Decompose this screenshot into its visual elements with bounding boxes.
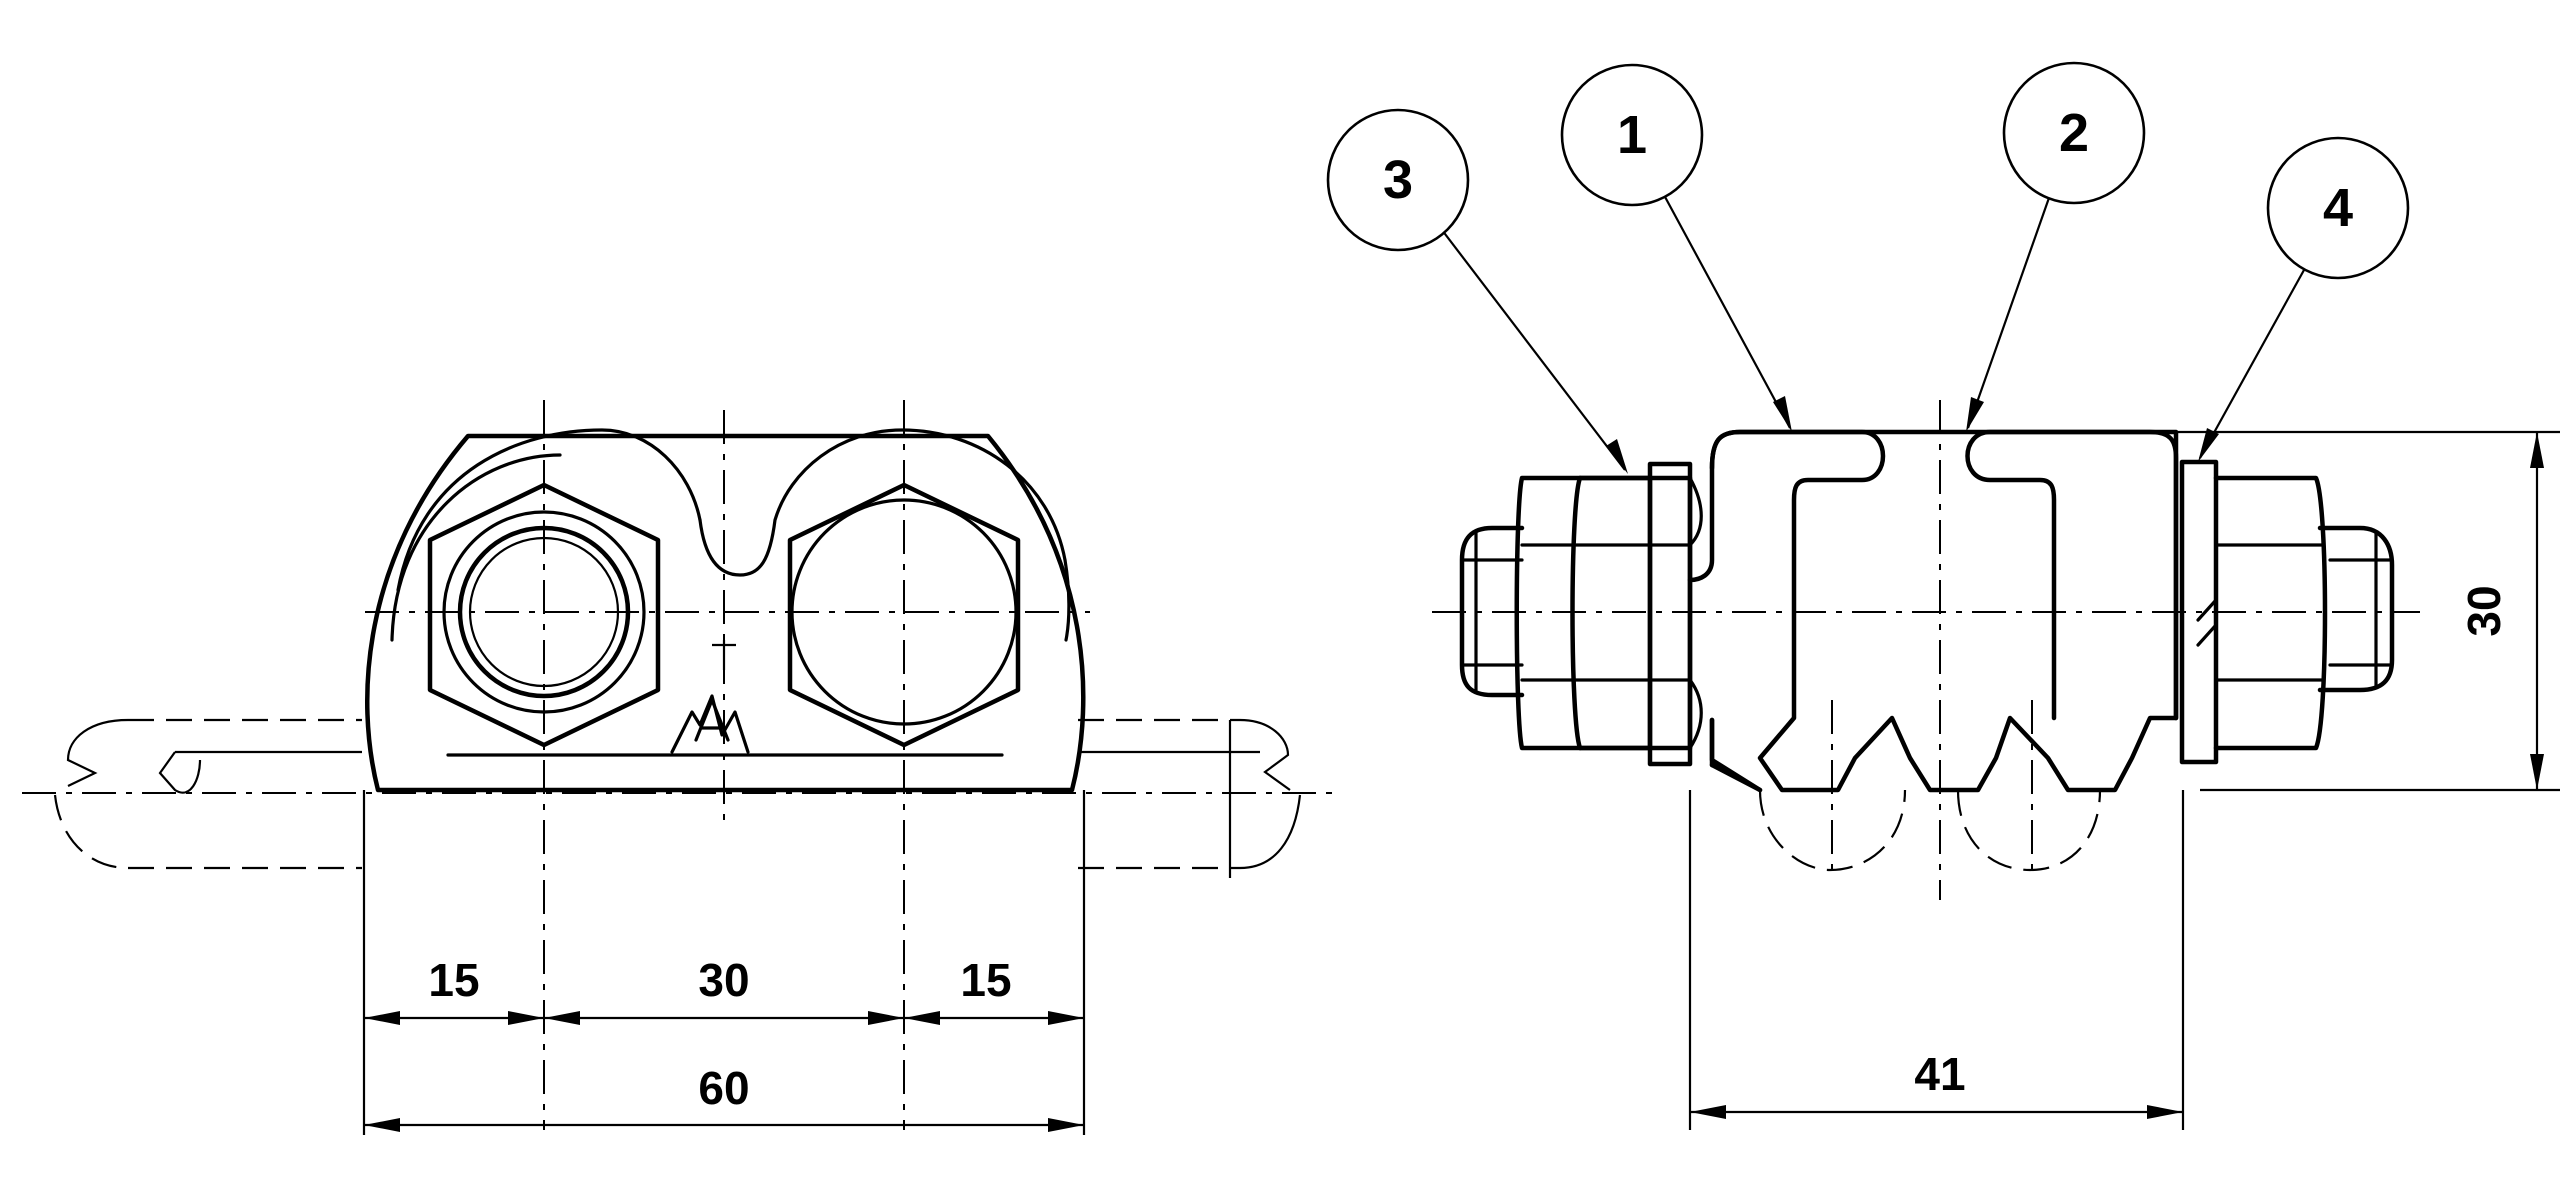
side-dimensions: 41 30 [1688, 430, 2560, 1130]
left-bolt-and-nut [1459, 461, 1703, 767]
side-view [1432, 400, 2420, 900]
dim-overall-width: 60 [698, 1062, 749, 1114]
callout-bubble-1 [1560, 63, 1704, 207]
dim-base-width: 41 [1914, 1048, 1965, 1100]
dim-hole-spacing: 30 [698, 954, 749, 1006]
dim-height: 30 [2458, 585, 2510, 636]
right-conductor [1078, 718, 1302, 870]
manufacturer-logo [670, 694, 750, 754]
callout-label-3: 3 [1383, 150, 1413, 210]
callout-bubble-4 [2266, 136, 2410, 280]
callouts: 3 1 2 4 [1326, 61, 2410, 474]
dim-right-offset: 15 [960, 954, 1011, 1006]
dim-left-offset: 15 [428, 954, 479, 1006]
front-dimensions: 15 30 15 60 [362, 720, 1232, 1135]
callout-bubble-3 [1326, 108, 1470, 252]
clamp-body [365, 433, 1086, 793]
front-view [22, 400, 1340, 1130]
left-conductor [53, 718, 362, 870]
callout-label-2: 2 [2059, 103, 2089, 163]
callout-label-1: 1 [1617, 105, 1647, 165]
callout-bubble-2 [2002, 61, 2146, 205]
callout-label-4: 4 [2323, 178, 2353, 238]
